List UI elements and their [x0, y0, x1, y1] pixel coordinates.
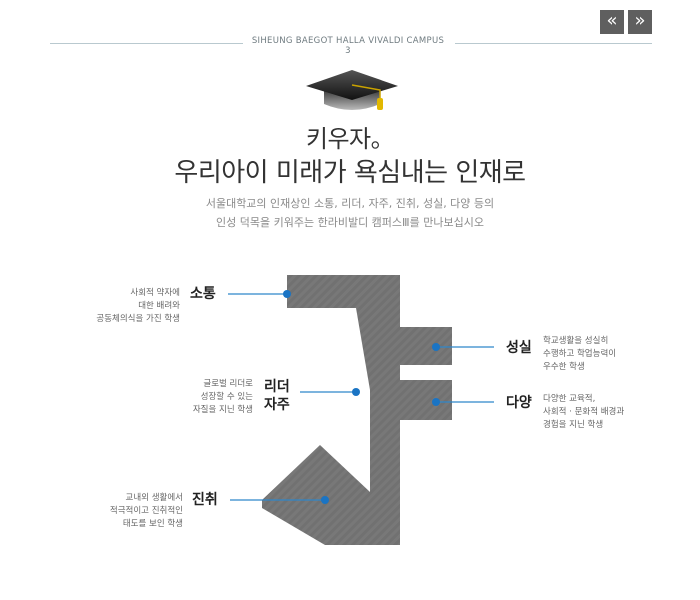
next-page-button[interactable]: »	[628, 10, 652, 34]
seongsil-label: 성실	[506, 340, 532, 356]
dot-sotong	[283, 290, 291, 298]
dot-jinchwi	[321, 496, 329, 504]
tagline: 키우자。	[305, 125, 395, 153]
diagram-shape-lower	[262, 445, 370, 545]
leader-label: 리더 자주	[264, 379, 290, 413]
header-rule-right	[455, 43, 652, 44]
description-line: 서울대학교의 인재상인 소통, 리더, 자주, 진취, 성실, 다양 등의	[205, 197, 495, 210]
diagram-shape-upper	[287, 275, 452, 545]
dayang-label: 다양	[506, 395, 532, 411]
jinchwi-description: 교내외 생활에서 적극적이고 진취적인 태도를 보인 학생	[109, 493, 183, 529]
seongsil-description: 학교생활을 성실히 수행하고 학업능력이 우수한 학생	[543, 336, 617, 372]
header-title: SIHEUNG BAEGOT HALLA VIVALDI CAMPUS 3	[251, 36, 445, 56]
dot-leader	[352, 388, 360, 396]
prev-page-button[interactable]: «	[600, 10, 624, 34]
dot-seongsil	[432, 343, 440, 351]
dayang-description: 다양한 교육적, 사회적 · 문화적 배경과 경험을 지닌 학생	[543, 394, 625, 430]
headline: 우리아이 미래가 욕심내는 인재로	[174, 158, 526, 188]
sotong-label: 소통	[190, 286, 216, 302]
sotong-description: 사회적 약자에 대한 배려와 공동체의식을 가진 학생	[96, 288, 180, 324]
header-rule-left	[50, 43, 243, 44]
jinchwi-label: 진취	[192, 492, 218, 508]
leader-description: 글로벌 리더로 성장할 수 있는 자질을 지닌 학생	[192, 379, 253, 415]
description-line: 인성 덕목을 키워주는 한라비발디 캠퍼스Ⅲ를 만나보십시오	[216, 216, 484, 229]
graduation-cap-icon	[306, 70, 398, 110]
dot-dayang	[432, 398, 440, 406]
